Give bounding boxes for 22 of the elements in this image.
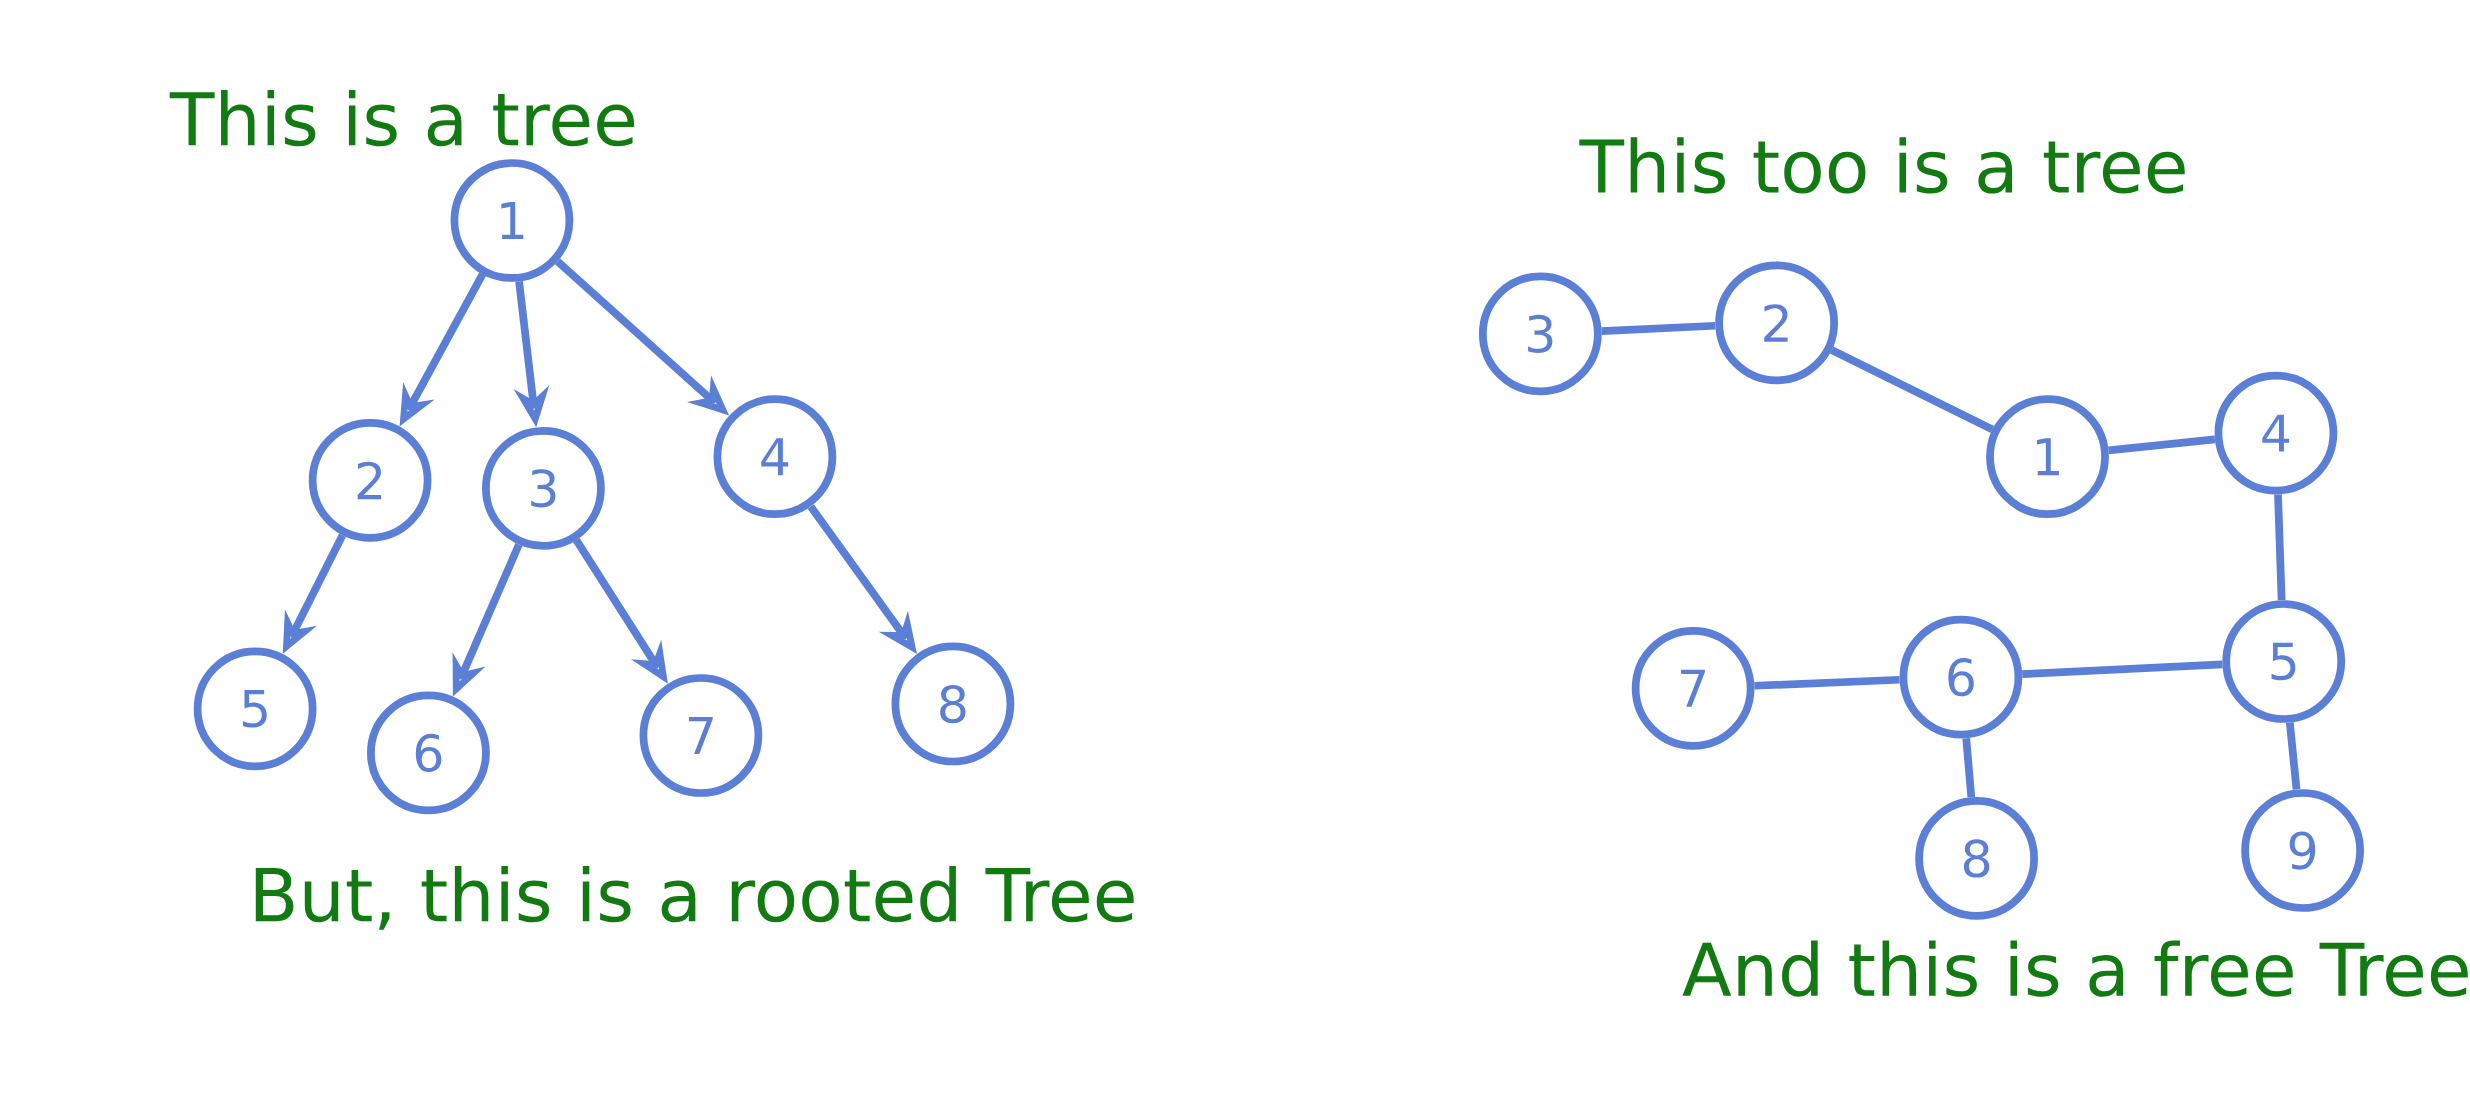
circle-node: 3	[1478, 272, 1602, 396]
handwritten-note: This too is a tree	[1579, 137, 2185, 194]
circle-node: 6	[367, 691, 490, 815]
handwritten-note: This is a tree	[169, 89, 635, 147]
circle-node: 2	[1715, 261, 1838, 385]
circle-node: 3	[482, 426, 605, 550]
handwritten-note: But, this is a rooted Tree	[255, 865, 1134, 930]
circle-node: 5	[2222, 600, 2346, 723]
circle-node: 6	[1899, 615, 2023, 739]
circle-node: 9	[2241, 789, 2364, 912]
circle-node: 8	[891, 642, 1015, 766]
circle-node: 1	[1986, 395, 2109, 519]
circle-node: 4	[2214, 371, 2338, 495]
circle-node: 7	[1631, 626, 1755, 750]
circle-node: 8	[1915, 797, 2038, 920]
handwritten-note: And this is a free Tree	[1682, 940, 2468, 997]
circle-node: 5	[193, 647, 317, 771]
connector	[1829, 346, 1995, 433]
circle-node: 2	[308, 419, 432, 542]
circle-node: 1	[450, 159, 574, 282]
circle-node: 7	[639, 674, 763, 797]
circle-node: 4	[713, 395, 837, 519]
